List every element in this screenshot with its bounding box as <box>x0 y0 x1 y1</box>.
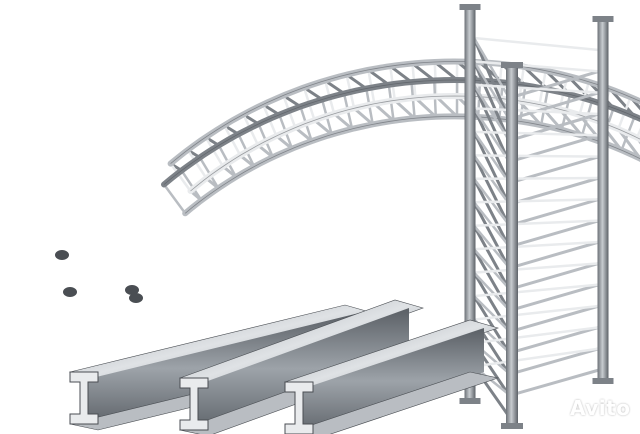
tower-brace <box>514 325 601 353</box>
truss-lacing <box>410 62 436 82</box>
truss-rung <box>186 148 208 180</box>
truss-rung <box>635 127 640 139</box>
tower-rung <box>472 219 601 227</box>
tower-brace <box>514 176 601 204</box>
tower-brace <box>472 224 510 289</box>
truss-rung <box>162 183 187 215</box>
tower-post-back-right <box>597 20 609 380</box>
paw-icon <box>539 398 561 419</box>
tower-rung <box>472 326 601 345</box>
truss-chord-edge <box>170 61 640 164</box>
tower-rung <box>472 176 601 181</box>
truss-lacing <box>433 60 459 82</box>
tower-rung <box>472 154 601 158</box>
tower-rung <box>472 36 601 52</box>
tower-rung <box>472 262 601 274</box>
tower-base-plate <box>592 378 614 384</box>
tower-rung <box>472 60 601 73</box>
truss-connector <box>125 285 139 295</box>
tower-rung <box>472 201 510 247</box>
tower-brace <box>514 219 601 247</box>
tower-brace <box>514 304 601 332</box>
truss-chord-edge <box>184 115 640 214</box>
tower-brace <box>472 83 510 162</box>
truss-lacing <box>393 98 417 120</box>
lattice-tower <box>459 4 614 429</box>
tower-rung <box>472 224 510 268</box>
truss-lacing <box>313 118 334 137</box>
tower-post-back-left <box>464 8 476 400</box>
tower-brace <box>472 36 510 119</box>
tower-brace <box>514 155 601 183</box>
beam-web <box>194 308 409 430</box>
tower-post-front <box>506 66 518 425</box>
watermark-text: Avito <box>570 396 631 420</box>
tower-rung <box>472 107 601 116</box>
tower-brace <box>472 294 510 353</box>
beam-end-profile <box>179 377 209 431</box>
truss-rung <box>169 162 192 193</box>
tower-rung <box>472 107 510 162</box>
beam-web <box>299 328 484 434</box>
beam-bottom-flange <box>284 371 500 434</box>
truss-lacing <box>352 106 375 126</box>
truss-lacing <box>434 94 459 118</box>
avito-watermark: Avito <box>538 392 630 424</box>
tower-brace <box>472 153 510 226</box>
truss-chord-edge <box>163 79 640 185</box>
tower-rung <box>472 347 601 368</box>
truss-lacing <box>293 126 314 143</box>
tower-base-plate <box>459 4 481 10</box>
tower-brace <box>514 261 601 289</box>
tower-brace <box>514 368 601 396</box>
truss-rung <box>204 135 225 168</box>
tower-rung <box>472 60 510 119</box>
tower-brace <box>472 247 510 311</box>
tower-brace <box>514 240 601 268</box>
tower-rung <box>472 240 601 251</box>
truss-connector <box>63 287 77 297</box>
beam-end-profile <box>69 371 99 425</box>
tower-rung <box>472 304 601 321</box>
truss-connector <box>55 250 69 260</box>
tower-base-plate <box>592 16 614 22</box>
tower-brace <box>514 197 601 226</box>
beam-end-profile <box>284 381 314 434</box>
tower-brace <box>472 200 510 268</box>
tower-brace <box>472 130 510 204</box>
tower-rung <box>472 247 510 289</box>
tower-rung <box>472 198 601 204</box>
truss-rung <box>180 169 203 202</box>
truss-lacing <box>372 102 396 123</box>
i-beams <box>68 299 500 434</box>
tower-brace <box>472 106 510 183</box>
tower-brace <box>514 69 601 98</box>
truss-lacing <box>413 96 438 119</box>
i-beam-right <box>283 319 500 434</box>
tower-base-plate <box>501 423 523 429</box>
tower-base-plate <box>459 398 481 404</box>
tower-rung <box>472 294 510 332</box>
tower-brace <box>514 347 601 374</box>
tower-rung <box>472 271 510 310</box>
truss-connector <box>129 293 143 303</box>
tower-brace <box>472 177 510 247</box>
tower-brace <box>472 59 510 141</box>
tower-brace <box>514 91 601 119</box>
tower-brace <box>514 283 601 311</box>
tower-rung <box>472 83 601 94</box>
tower-base-plate <box>501 62 523 68</box>
tower-rung <box>472 283 601 298</box>
truss-lacing <box>332 112 354 131</box>
tower-rung <box>472 130 601 137</box>
truss-chord-edge <box>190 95 640 192</box>
tower-rung <box>472 83 510 140</box>
tower-brace <box>472 271 510 332</box>
